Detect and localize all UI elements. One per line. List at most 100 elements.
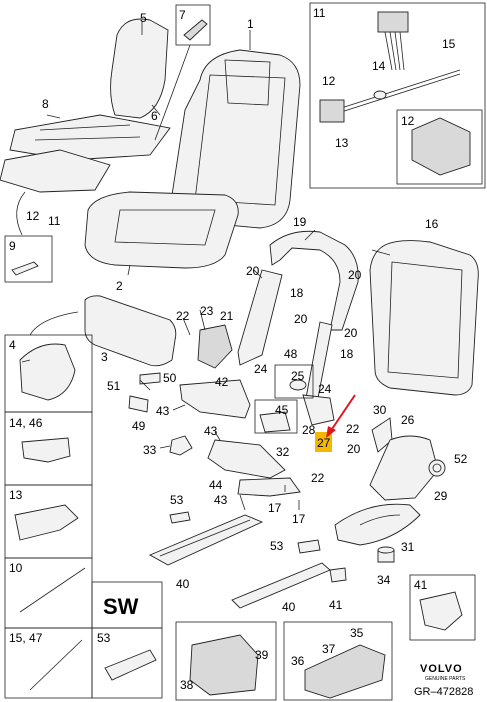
callout-48: 48 xyxy=(284,347,298,361)
sw-label: SW xyxy=(103,594,139,619)
seat-cushion-frame-mat xyxy=(0,149,111,193)
box-7 xyxy=(175,4,211,46)
red-arrow xyxy=(329,394,356,433)
box-label-7: 7 xyxy=(179,8,186,22)
callout-26: 26 xyxy=(401,413,415,427)
callout-43b: 43 xyxy=(204,424,218,438)
callout-22a: 22 xyxy=(176,309,190,323)
box-38-39 xyxy=(175,621,277,701)
callout-1: 1 xyxy=(247,17,254,31)
box-label-12: 12 xyxy=(401,114,415,128)
box-label-14-46: 14, 46 xyxy=(9,416,43,430)
red-arrow-head xyxy=(326,426,336,438)
back-panel xyxy=(369,240,479,396)
callout-53b: 53 xyxy=(270,539,284,553)
box-label-53: 53 xyxy=(97,631,111,645)
seat-rail-right xyxy=(231,562,331,609)
cover-53a xyxy=(169,511,191,524)
clip-14-46 xyxy=(21,437,71,463)
cover-53b xyxy=(297,539,321,554)
box-label-41: 41 xyxy=(414,578,428,592)
callout-8: 8 xyxy=(42,97,49,111)
side-member-left xyxy=(237,269,283,366)
bracket-13 xyxy=(14,504,79,541)
cable-tie-10 xyxy=(19,567,86,613)
callout-17a: 17 xyxy=(268,501,282,515)
brand-logo: VOLVO xyxy=(420,663,463,675)
box-41 xyxy=(409,574,476,641)
curve-to-box-4 xyxy=(29,311,79,336)
side-trim xyxy=(334,417,446,546)
bracket-24 xyxy=(302,394,335,426)
callout-13-harness: 13 xyxy=(335,136,349,150)
callout-17b: 17 xyxy=(292,512,306,526)
callout-3: 3 xyxy=(101,350,108,364)
box-label-13: 13 xyxy=(9,488,23,502)
grommet-25 xyxy=(289,379,307,391)
callout-33: 33 xyxy=(143,443,157,457)
box-label-10: 10 xyxy=(9,561,23,575)
callout-37: 37 xyxy=(322,642,336,656)
box-12 xyxy=(396,109,483,185)
callout-52: 52 xyxy=(454,452,468,466)
highlight-27 xyxy=(315,432,332,452)
callout-18b: 18 xyxy=(340,347,354,361)
callout-21: 21 xyxy=(220,309,234,323)
reference-code: GR–472828 xyxy=(414,686,473,698)
callout-42: 42 xyxy=(215,375,229,389)
callout-20d: 20 xyxy=(344,326,358,340)
callout-12-left: 12 xyxy=(26,209,40,223)
control-module-38 xyxy=(189,634,259,696)
callout-43c: 43 xyxy=(214,493,228,507)
heating-mat xyxy=(9,114,171,161)
box-label-4: 4 xyxy=(9,338,16,352)
callout-23: 23 xyxy=(200,304,214,318)
clip-41-box xyxy=(419,591,463,631)
plug-49 xyxy=(128,395,149,413)
callout-2: 2 xyxy=(116,279,123,293)
curve-to-box-9 xyxy=(16,191,26,236)
callout-6: 6 xyxy=(151,109,158,123)
callout-36: 36 xyxy=(291,654,305,668)
cushion-extension xyxy=(84,295,177,367)
wiring-harness xyxy=(319,11,461,123)
callout-53a: 53 xyxy=(170,493,184,507)
callout-20c: 20 xyxy=(348,268,362,282)
box-45 xyxy=(254,399,298,434)
callout-20a: 20 xyxy=(246,264,260,278)
box-label-9: 9 xyxy=(9,239,16,253)
callout-5: 5 xyxy=(140,11,147,25)
box-label-15-47: 15, 47 xyxy=(9,631,43,645)
callout-30: 30 xyxy=(373,403,387,417)
cable-15-47 xyxy=(29,639,83,691)
leader-lines xyxy=(21,22,391,511)
callout-14: 14 xyxy=(372,59,386,73)
backrest-frame xyxy=(269,230,359,331)
callout-51: 51 xyxy=(107,379,121,393)
box-label-11: 11 xyxy=(313,6,326,20)
callout-20e: 20 xyxy=(347,442,361,456)
callout-31: 31 xyxy=(401,540,415,554)
callout-19: 19 xyxy=(293,215,307,229)
seat-rail-left xyxy=(148,514,264,566)
callout-22b: 22 xyxy=(346,422,360,436)
connector-7 xyxy=(183,19,208,41)
callout-35: 35 xyxy=(350,626,364,640)
callout-50: 50 xyxy=(163,371,177,385)
box-35-37 xyxy=(283,621,393,701)
motor-37 xyxy=(304,644,386,699)
callout-45: 45 xyxy=(275,403,289,417)
callout-25: 25 xyxy=(291,369,305,383)
callout-27: 27 xyxy=(317,436,331,450)
clip-50 xyxy=(139,372,161,385)
callout-40b: 40 xyxy=(282,600,296,614)
callout-40a: 40 xyxy=(176,577,190,591)
callout-15: 15 xyxy=(442,37,456,51)
curve-from-box-7 xyxy=(154,44,191,141)
seat-cushion xyxy=(84,191,239,269)
callout-24a: 24 xyxy=(254,362,268,376)
callout-22c: 22 xyxy=(311,471,325,485)
box-9 xyxy=(4,235,53,283)
box-11 xyxy=(309,2,486,189)
